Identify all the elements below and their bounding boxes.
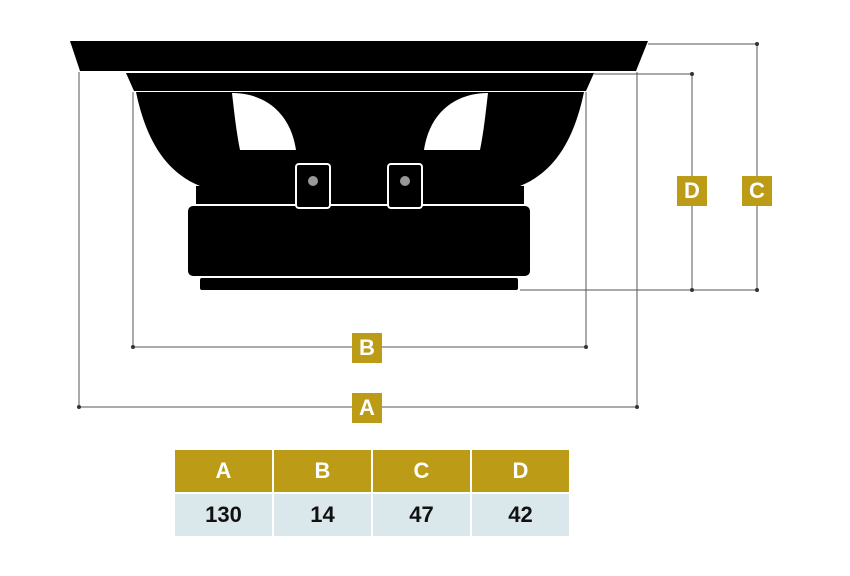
dim-label-d: D [677, 176, 707, 206]
basket-window-right [424, 93, 488, 150]
bottom-plate [200, 278, 518, 290]
basket-window-left [232, 93, 296, 150]
dim-b-left-dot [131, 345, 135, 349]
table-header-row: A B C D [175, 450, 569, 492]
terminal-left-screw [308, 176, 318, 186]
dim-c-bottom-dot [755, 288, 759, 292]
dimension-endpoints [77, 42, 759, 409]
header-c: C [373, 450, 470, 492]
top-plate [196, 186, 524, 204]
dim-label-a: A [352, 393, 382, 423]
table-row: 130 14 47 42 [175, 494, 569, 536]
value-d: 42 [472, 494, 569, 536]
value-a: 130 [175, 494, 272, 536]
dim-label-c: C [742, 176, 772, 206]
dim-d-bottom-dot [690, 288, 694, 292]
value-b: 14 [274, 494, 371, 536]
dim-label-b: B [352, 333, 382, 363]
terminals [295, 163, 423, 209]
dim-d-top-dot [690, 72, 694, 76]
speaker-top-rim [70, 41, 648, 71]
terminal-right-screw [400, 176, 410, 186]
dim-b-right-dot [584, 345, 588, 349]
value-c: 47 [373, 494, 470, 536]
dim-a-right-dot [635, 405, 639, 409]
header-d: D [472, 450, 569, 492]
dim-c-top-dot [755, 42, 759, 46]
dimensions-table: A B C D 130 14 47 42 [173, 450, 571, 536]
pole-flange [264, 150, 456, 170]
speaker-silhouette [70, 41, 648, 290]
dim-a-left-dot [77, 405, 81, 409]
header-b: B [274, 450, 371, 492]
dimension-lines [78, 43, 758, 408]
magnet [188, 206, 530, 276]
header-a: A [175, 450, 272, 492]
speaker-second-rim [126, 73, 594, 91]
